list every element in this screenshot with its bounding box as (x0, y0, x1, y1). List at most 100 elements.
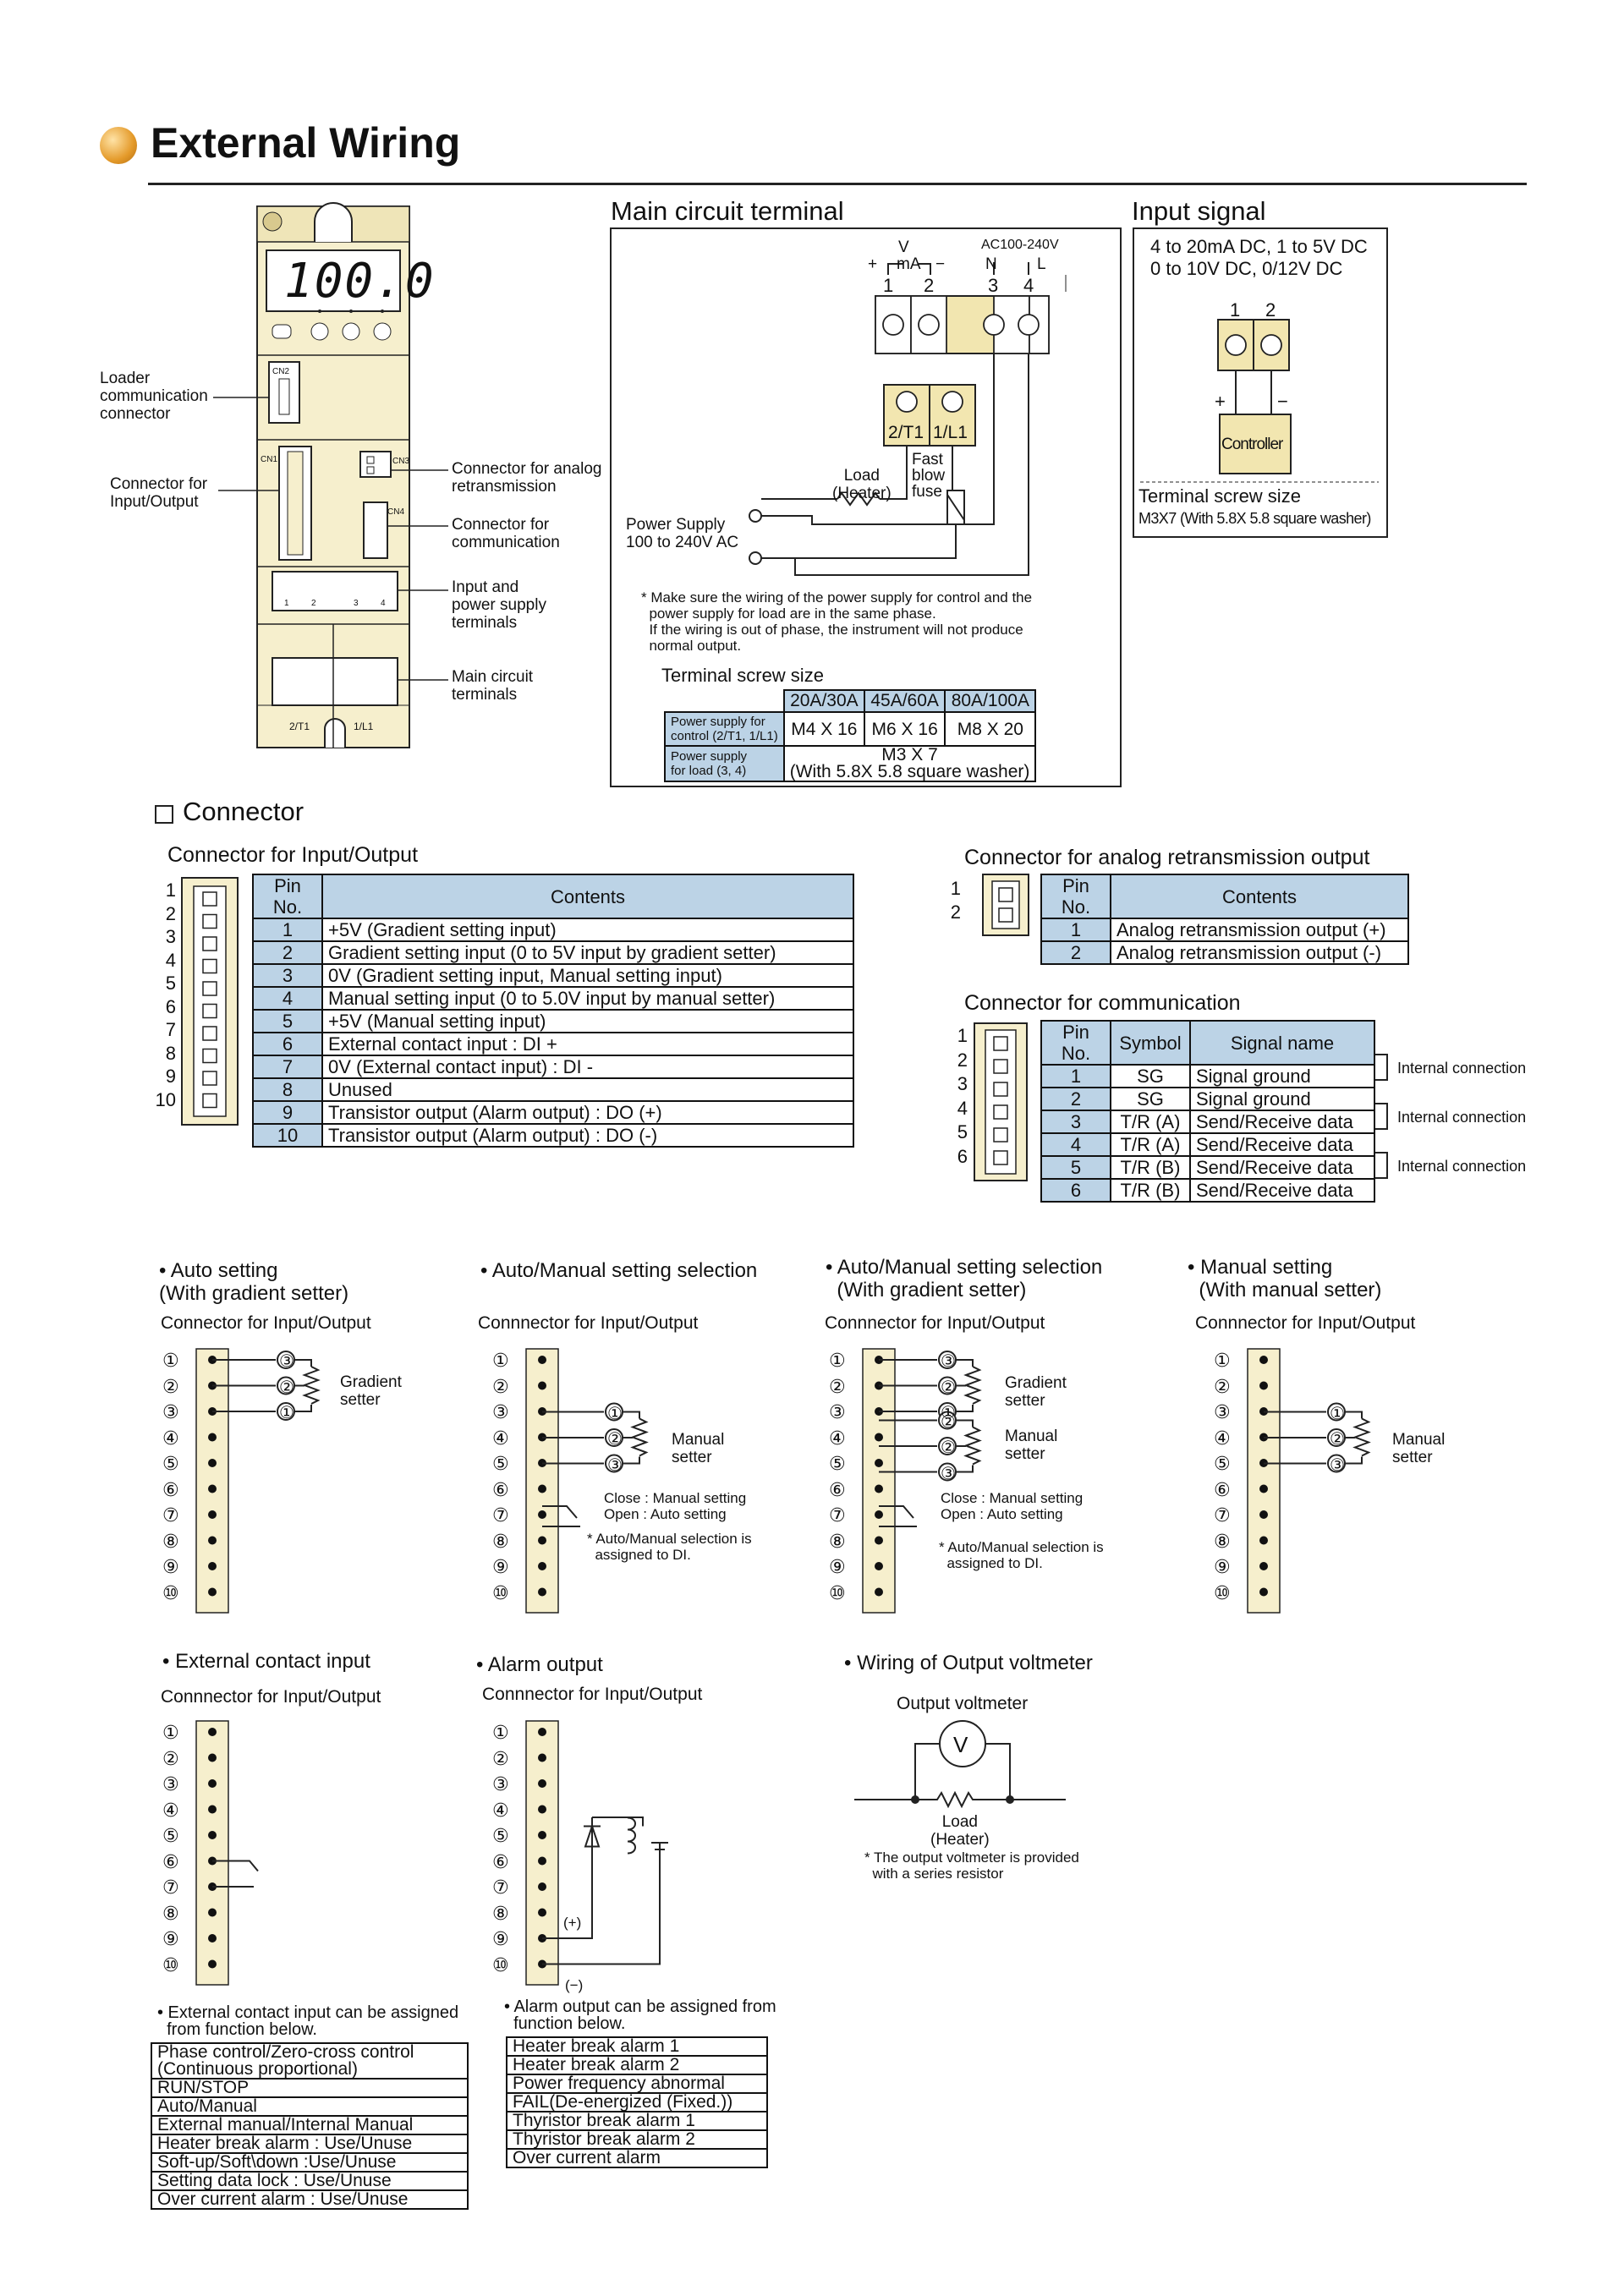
ext-function-item: Soft-up/Soft\down :Use/Unuse (151, 2152, 469, 2173)
screw-row2-label: Power supply for load (3, 4) (664, 745, 785, 782)
page-title: External Wiring (151, 119, 461, 167)
input-pin-1: 1 (1230, 299, 1241, 321)
setter-terminal (938, 1376, 957, 1395)
strip-pin-dot (208, 1536, 217, 1545)
comm-cell: SG (1110, 1064, 1191, 1088)
callout-power: Input and power supply terminals (452, 578, 546, 632)
io-row: 1+5V (Gradient setting input) (252, 918, 854, 942)
strip-pin-dot (538, 1562, 546, 1570)
alarm-function-item: Heater break alarm 1 (506, 2036, 768, 2057)
circled-pin-5: ⑤ (492, 1825, 509, 1846)
strip-pin-dot (538, 1908, 546, 1917)
circled-pin-4: ④ (829, 1427, 846, 1449)
comm-side-pin: 6 (957, 1145, 968, 1167)
circled-pin-7: ⑦ (492, 1877, 509, 1898)
circled-pin-8: ⑧ (162, 1902, 179, 1924)
screw-col-3: 80A/100A (944, 689, 1037, 713)
connector-heading: Connector (183, 797, 304, 826)
setter-terminal (605, 1402, 623, 1422)
circled-pin-10: ⑩ (829, 1581, 846, 1603)
circled-pin-2: ② (492, 1375, 509, 1397)
setter-terminal-label: ② (941, 1378, 956, 1397)
circled-pin-10: ⑩ (162, 1954, 179, 1975)
title-rule (148, 183, 1527, 185)
setter-terminal (938, 1437, 957, 1455)
io-col-pin: Pin No. (252, 874, 323, 919)
setter-terminal (277, 1402, 295, 1421)
connector-pin-square (993, 1059, 1008, 1074)
alarm-function-item: FAIL(De-energized (Fixed.)) (506, 2092, 768, 2112)
analog-cell: Analog retransmission output (+) (1110, 918, 1409, 942)
strip-pin-dot (1259, 1587, 1268, 1597)
load-label: Load (Heater) (832, 467, 892, 502)
input-screw-value: M3X7 (With 5.8X 5.8 square washer) (1138, 510, 1371, 527)
circled-pin-3: ③ (492, 1773, 509, 1795)
strip-pin-dot (208, 1587, 217, 1597)
circled-pin-6: ⑥ (492, 1478, 509, 1500)
alarm-function-item: Thyristor break alarm 2 (506, 2129, 768, 2150)
setter-terminal (1327, 1454, 1346, 1473)
circled-pin-1: ① (162, 1722, 179, 1743)
io-side-pin: 3 (165, 926, 176, 947)
input-signal-line1: 4 to 20mA DC, 1 to 5V DC (1150, 236, 1368, 257)
wire (956, 1405, 974, 1412)
io-cell: Transistor output (Alarm output) : DO (+… (321, 1100, 854, 1125)
io-cell: 6 (252, 1032, 323, 1056)
ext-contact-function-list: Phase control/Zero-cross control (Contin… (151, 2042, 469, 2210)
amg-setting-title: • Auto/Manual setting selection (With gr… (826, 1256, 1103, 1301)
setter-terminal (277, 1351, 295, 1369)
pin-2: 2 (924, 275, 935, 296)
screw-col-1: 20A/30A (782, 689, 866, 713)
io-cell: +5V (Gradient setting input) (321, 918, 854, 942)
callout-analog: Connector for analog retransmission (452, 460, 602, 496)
analog-connector-heading: Connector for analog retransmission outp… (964, 846, 1370, 869)
analog-cell: Analog retransmission output (-) (1110, 940, 1409, 965)
l-label: L (1037, 255, 1046, 273)
circled-pin-10: ⑩ (492, 1581, 509, 1603)
cn1-label: CN1 (261, 455, 278, 464)
strip-pin-dot (538, 1882, 546, 1891)
alarm-function-item: Thyristor break alarm 1 (506, 2111, 768, 2131)
ext-function-item: Auto/Manual (151, 2096, 469, 2117)
strip-pin-dot (538, 1484, 546, 1493)
connector-pin-square (993, 1104, 1008, 1120)
io-row: 5+5V (Manual setting input) (252, 1009, 854, 1033)
strip-pin-dot (538, 1536, 546, 1545)
voltmeter-diagram (854, 1720, 1066, 1809)
circled-pin-8: ⑧ (492, 1902, 509, 1924)
auto-connector-label: Connector for Input/Output (161, 1313, 371, 1333)
comm-cell: Signal ground (1189, 1064, 1375, 1088)
setter-terminal-label: ③ (941, 1352, 956, 1371)
device-term-1: 1 (284, 599, 289, 608)
io-side-pin: 7 (165, 1019, 176, 1040)
strip-pin-dot (538, 1728, 546, 1736)
wire (542, 1817, 593, 1939)
comm-cell: SG (1110, 1087, 1191, 1111)
screw-row1-c3: M8 X 20 (944, 711, 1037, 747)
strip-pin-dot (1259, 1356, 1268, 1364)
strip-pin-dot (875, 1433, 883, 1442)
circled-pin-9: ⑨ (1214, 1556, 1231, 1577)
io-cell: 1 (252, 918, 323, 942)
n-label: N (985, 255, 997, 273)
connector-pin-square (202, 1071, 217, 1086)
device-term-3: 3 (354, 599, 359, 608)
strip-pin-dot (208, 1753, 217, 1762)
amg-manual-setter: Manual setter (1005, 1427, 1058, 1463)
alarm-function-item: Over current alarm (506, 2148, 768, 2168)
comm-cell: Send/Receive data (1189, 1178, 1375, 1203)
circled-pin-10: ⑩ (162, 1581, 179, 1603)
comm-cell: Send/Receive data (1189, 1110, 1375, 1134)
strip-pin-dot (875, 1562, 883, 1570)
analog-cell: 2 (1040, 940, 1111, 965)
io-cell: 3 (252, 963, 323, 988)
circled-pin-5: ⑤ (492, 1453, 509, 1474)
strip-pin-dot (208, 1433, 217, 1442)
wire (294, 1405, 312, 1412)
circled-pin-5: ⑤ (162, 1825, 179, 1846)
io-side-pin: 1 (165, 879, 176, 901)
pin-1: 1 (883, 275, 894, 296)
